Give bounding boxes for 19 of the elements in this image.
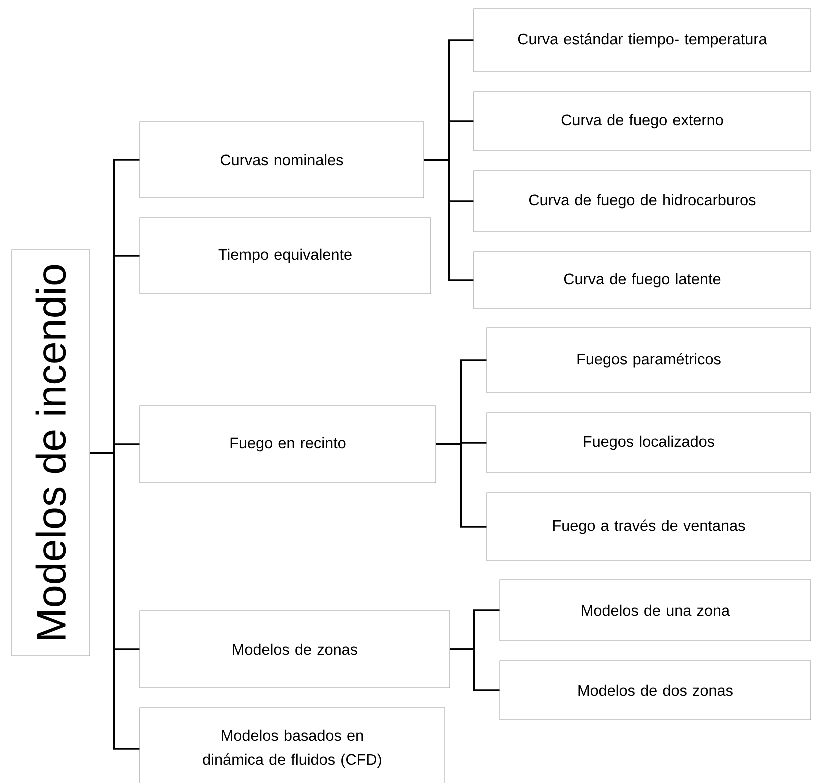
category-box: Curva estándar tiempo- temperatura xyxy=(474,8,812,72)
category-box: Fuegos localizados xyxy=(486,412,812,474)
connector xyxy=(90,452,140,750)
category-box: Modelos de dos zonas xyxy=(500,660,812,720)
category-box: Curva de fuego externo xyxy=(474,92,812,152)
root-box: Modelos de incendio xyxy=(12,250,90,656)
connector xyxy=(450,648,500,692)
category-box: Modelos de zonas xyxy=(140,610,450,688)
category-box: Curva de fuego latente xyxy=(474,252,812,310)
category-box: Tiempo equivalente xyxy=(140,218,432,294)
category-box: Curvas nominales xyxy=(140,122,424,198)
category-box: Fuego en recinto xyxy=(140,406,436,484)
category-box: Fuegos paramétricos xyxy=(486,328,812,394)
category-box: Curva de fuego de hidrocarburos xyxy=(474,170,812,232)
category-box: Fuego a través de ventanas xyxy=(486,492,812,562)
connector xyxy=(424,159,474,282)
category-box: Modelos de una zona xyxy=(500,580,812,642)
connector xyxy=(436,444,487,528)
category-box: Modelos basados en dinámica de fluidos (CFD) xyxy=(140,708,446,783)
